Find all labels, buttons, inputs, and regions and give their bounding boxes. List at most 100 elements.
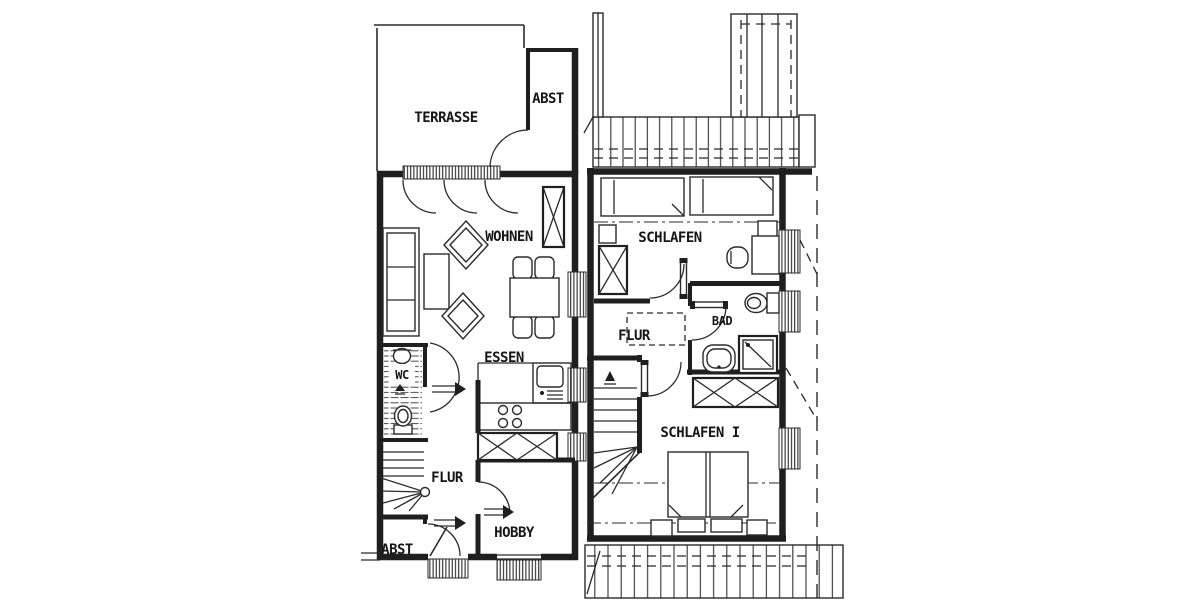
kitchen (477, 362, 572, 431)
roof-window-bad (778, 290, 801, 333)
roof-band-top (592, 116, 800, 168)
single-bed (600, 177, 685, 217)
door-leaf (691, 301, 727, 309)
door-arc (489, 129, 529, 169)
stair-steps (383, 451, 424, 477)
desk-chair (726, 246, 749, 269)
hall-stair-walls (587, 355, 642, 453)
armchair-inner (449, 226, 483, 264)
terrace: TERRASSE (374, 24, 525, 171)
roof-step-right (798, 114, 816, 168)
stair-diagonal-wall (590, 451, 641, 501)
hobby-room: HOBBY (475, 380, 575, 557)
terrace-outline (374, 24, 525, 171)
roof-bottom (584, 544, 844, 599)
sink-basin (536, 365, 564, 388)
wc-label-backdrop (389, 364, 415, 383)
wc-vent-arrow (395, 384, 405, 391)
door-hinge-cap (640, 392, 649, 397)
door-hinge-cap (679, 294, 688, 299)
stair-winders (593, 446, 638, 495)
nightstand (650, 519, 673, 537)
roof-band-dashes (594, 148, 798, 159)
stairs-ground (380, 451, 431, 512)
window-shaft-side (567, 432, 587, 462)
toilet-bowl (393, 405, 413, 427)
room-label-abst-top: ABST (532, 91, 564, 107)
door-leaf (640, 361, 649, 397)
room-label-terrasse: TERRASSE (414, 110, 478, 126)
room-label-schlafen: SCHLAFEN (638, 230, 702, 246)
room-label-abst-bottom: ABST (381, 542, 413, 558)
hall-door-arc (429, 342, 460, 413)
stair-up-arrow (605, 371, 615, 381)
overhang-diagonals (785, 239, 818, 421)
window-kitchen (567, 367, 587, 403)
bathroom: BAD (687, 281, 783, 375)
ground-floor-plan: TERRASSE ABST (361, 24, 587, 581)
dormer-lines (746, 14, 779, 117)
attic-windows (778, 229, 801, 470)
dormer-dashed-lines (740, 20, 792, 117)
toilet-tank (766, 292, 780, 314)
roof-corner-diagonal (583, 116, 594, 134)
ground-windows-doors (402, 165, 587, 581)
washbasin (702, 344, 736, 373)
dining-chair (534, 315, 555, 339)
toilet-bowl-inner (746, 296, 762, 310)
terrace-door-sill (402, 165, 501, 180)
hobby-window-lines (497, 554, 541, 560)
roof-top (583, 12, 816, 168)
cooktop-burner (511, 404, 523, 416)
shower-drain (746, 343, 750, 347)
sink-drainer-lines (547, 390, 563, 400)
ground-outer-walls (376, 170, 579, 561)
roof-corner-diagonal (586, 550, 601, 595)
party-wall-stub (361, 552, 380, 561)
dormer (730, 13, 798, 118)
desk (751, 235, 780, 275)
bed-details (702, 176, 773, 213)
chimney-shaft-cross (542, 186, 565, 248)
room-label-wohnen: WOHNEN (485, 229, 533, 245)
bedroom: SCHLAFEN (594, 176, 780, 304)
roof-overhang (785, 176, 818, 598)
hobby-walls (475, 380, 575, 557)
kitchen-counter (477, 402, 572, 431)
hobby-window-sill (496, 559, 542, 581)
wc-room: WC (380, 343, 428, 442)
coffee-table (423, 253, 450, 310)
attic-floor-plan: SCHLAFEN BAD (583, 12, 844, 599)
toilet-bowl (744, 292, 768, 314)
bed-bench (677, 518, 706, 533)
window-essen (567, 271, 587, 318)
room-label-flur-ground: FLUR (431, 470, 464, 486)
stair-newel (419, 486, 431, 498)
skylight-dashed-rect (626, 312, 686, 346)
wc-walls (380, 343, 428, 442)
stairs-attic (590, 371, 641, 501)
living-room: WOHNEN ESSEN (382, 179, 566, 366)
double-bed-details (668, 452, 744, 518)
bed-details (613, 180, 685, 217)
door-arrow-head (455, 516, 466, 530)
door-arrow-head (455, 382, 466, 396)
sink-unit (532, 362, 572, 404)
stair-steps (594, 387, 637, 433)
shaft-box (476, 431, 559, 462)
dining-table (509, 277, 560, 318)
dining-chair (512, 315, 533, 339)
room-label-bad: BAD (712, 314, 732, 328)
door-arc (649, 263, 685, 299)
room-label-schlafen1: SCHLAFEN I (660, 425, 739, 441)
shaft-box (691, 376, 780, 409)
sofa (382, 227, 420, 337)
single-bed (689, 176, 774, 216)
room-label-essen: ESSEN (484, 350, 524, 366)
door-arc (427, 523, 461, 557)
door-hinge-cap (640, 360, 649, 365)
cooktop-burner (511, 417, 523, 429)
dining-chair (534, 256, 555, 280)
armchair (441, 291, 485, 341)
